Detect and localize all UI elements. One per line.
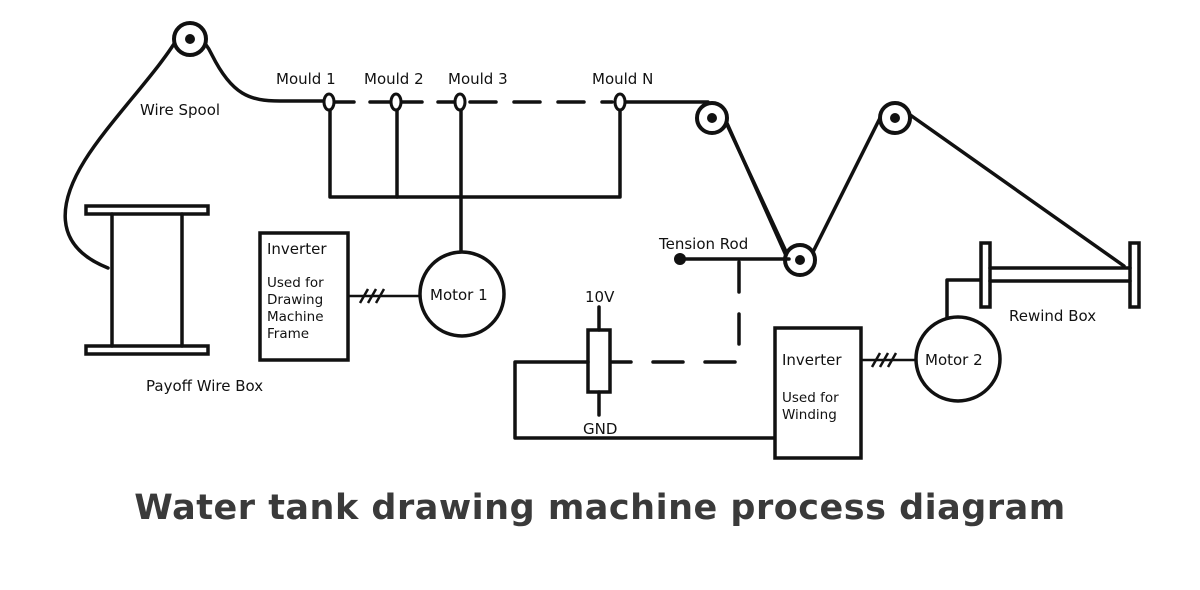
mould-n-eyelet [613,92,627,112]
voltage-10v-label: 10V [585,288,615,306]
motor-2-label: Motor 2 [925,351,983,369]
inverter-1-title: Inverter [267,240,327,258]
inverter-1-desc-line-1: Used for [267,275,324,291]
wire-spool-pulley-icon [172,21,208,57]
rewind-box-icon [979,241,1141,309]
mould-frame [328,102,622,199]
mould-1-label: Mould 1 [276,70,336,88]
wire-pulley3-rewind [904,110,1126,268]
motor-1-icon [418,250,506,338]
inverter-2-desc-line-2: Winding [782,407,837,423]
mould-3-eyelet [453,92,467,112]
wire-tension-pulley3 [809,110,885,258]
inverter-2-box [773,326,863,460]
inverter-2-hatch-icon [870,352,898,368]
tension-rod-label: Tension Rod [658,235,748,253]
inverter-1-desc-line-4: Frame [267,326,309,342]
mould-3-label: Mould 3 [448,70,508,88]
inverter-2-desc-line-1: Used for [782,390,839,406]
motor-2-icon [914,315,1002,403]
tension-rod-link-dashed [610,260,741,364]
inverter-1-hatch-icon [358,288,386,304]
inverter-1-desc-line-2: Drawing [267,292,323,308]
payoff-wire-box-icon [84,204,210,356]
inverter-2-title: Inverter [782,351,842,369]
inverter-1-desc-line-3: Machine [267,309,324,325]
gnd-label: GND [583,420,617,438]
mould-2-label: Mould 2 [364,70,424,88]
wire-path-payoff [63,29,330,270]
mould-2-eyelet [389,92,403,112]
guide-pulley-2-icon [878,101,912,135]
wire-pulley1-tension [721,114,791,260]
tension-pulley-icon [783,243,817,277]
diagram-caption: Water tank drawing machine process diagr… [134,488,1066,528]
motor-2-drive-link [945,278,986,320]
motor-1-label: Motor 1 [430,286,488,304]
mould-n-label: Mould N [592,70,653,88]
mould-1-eyelet [322,92,336,112]
payoff-wire-box-label: Payoff Wire Box [146,377,263,395]
rewind-box-label: Rewind Box [1009,307,1096,325]
potentiometer-icon [586,328,612,394]
wire-spool-label: Wire Spool [140,101,220,119]
potentiometer-wiper-wire [513,360,777,440]
guide-pulley-1-icon [695,101,729,135]
